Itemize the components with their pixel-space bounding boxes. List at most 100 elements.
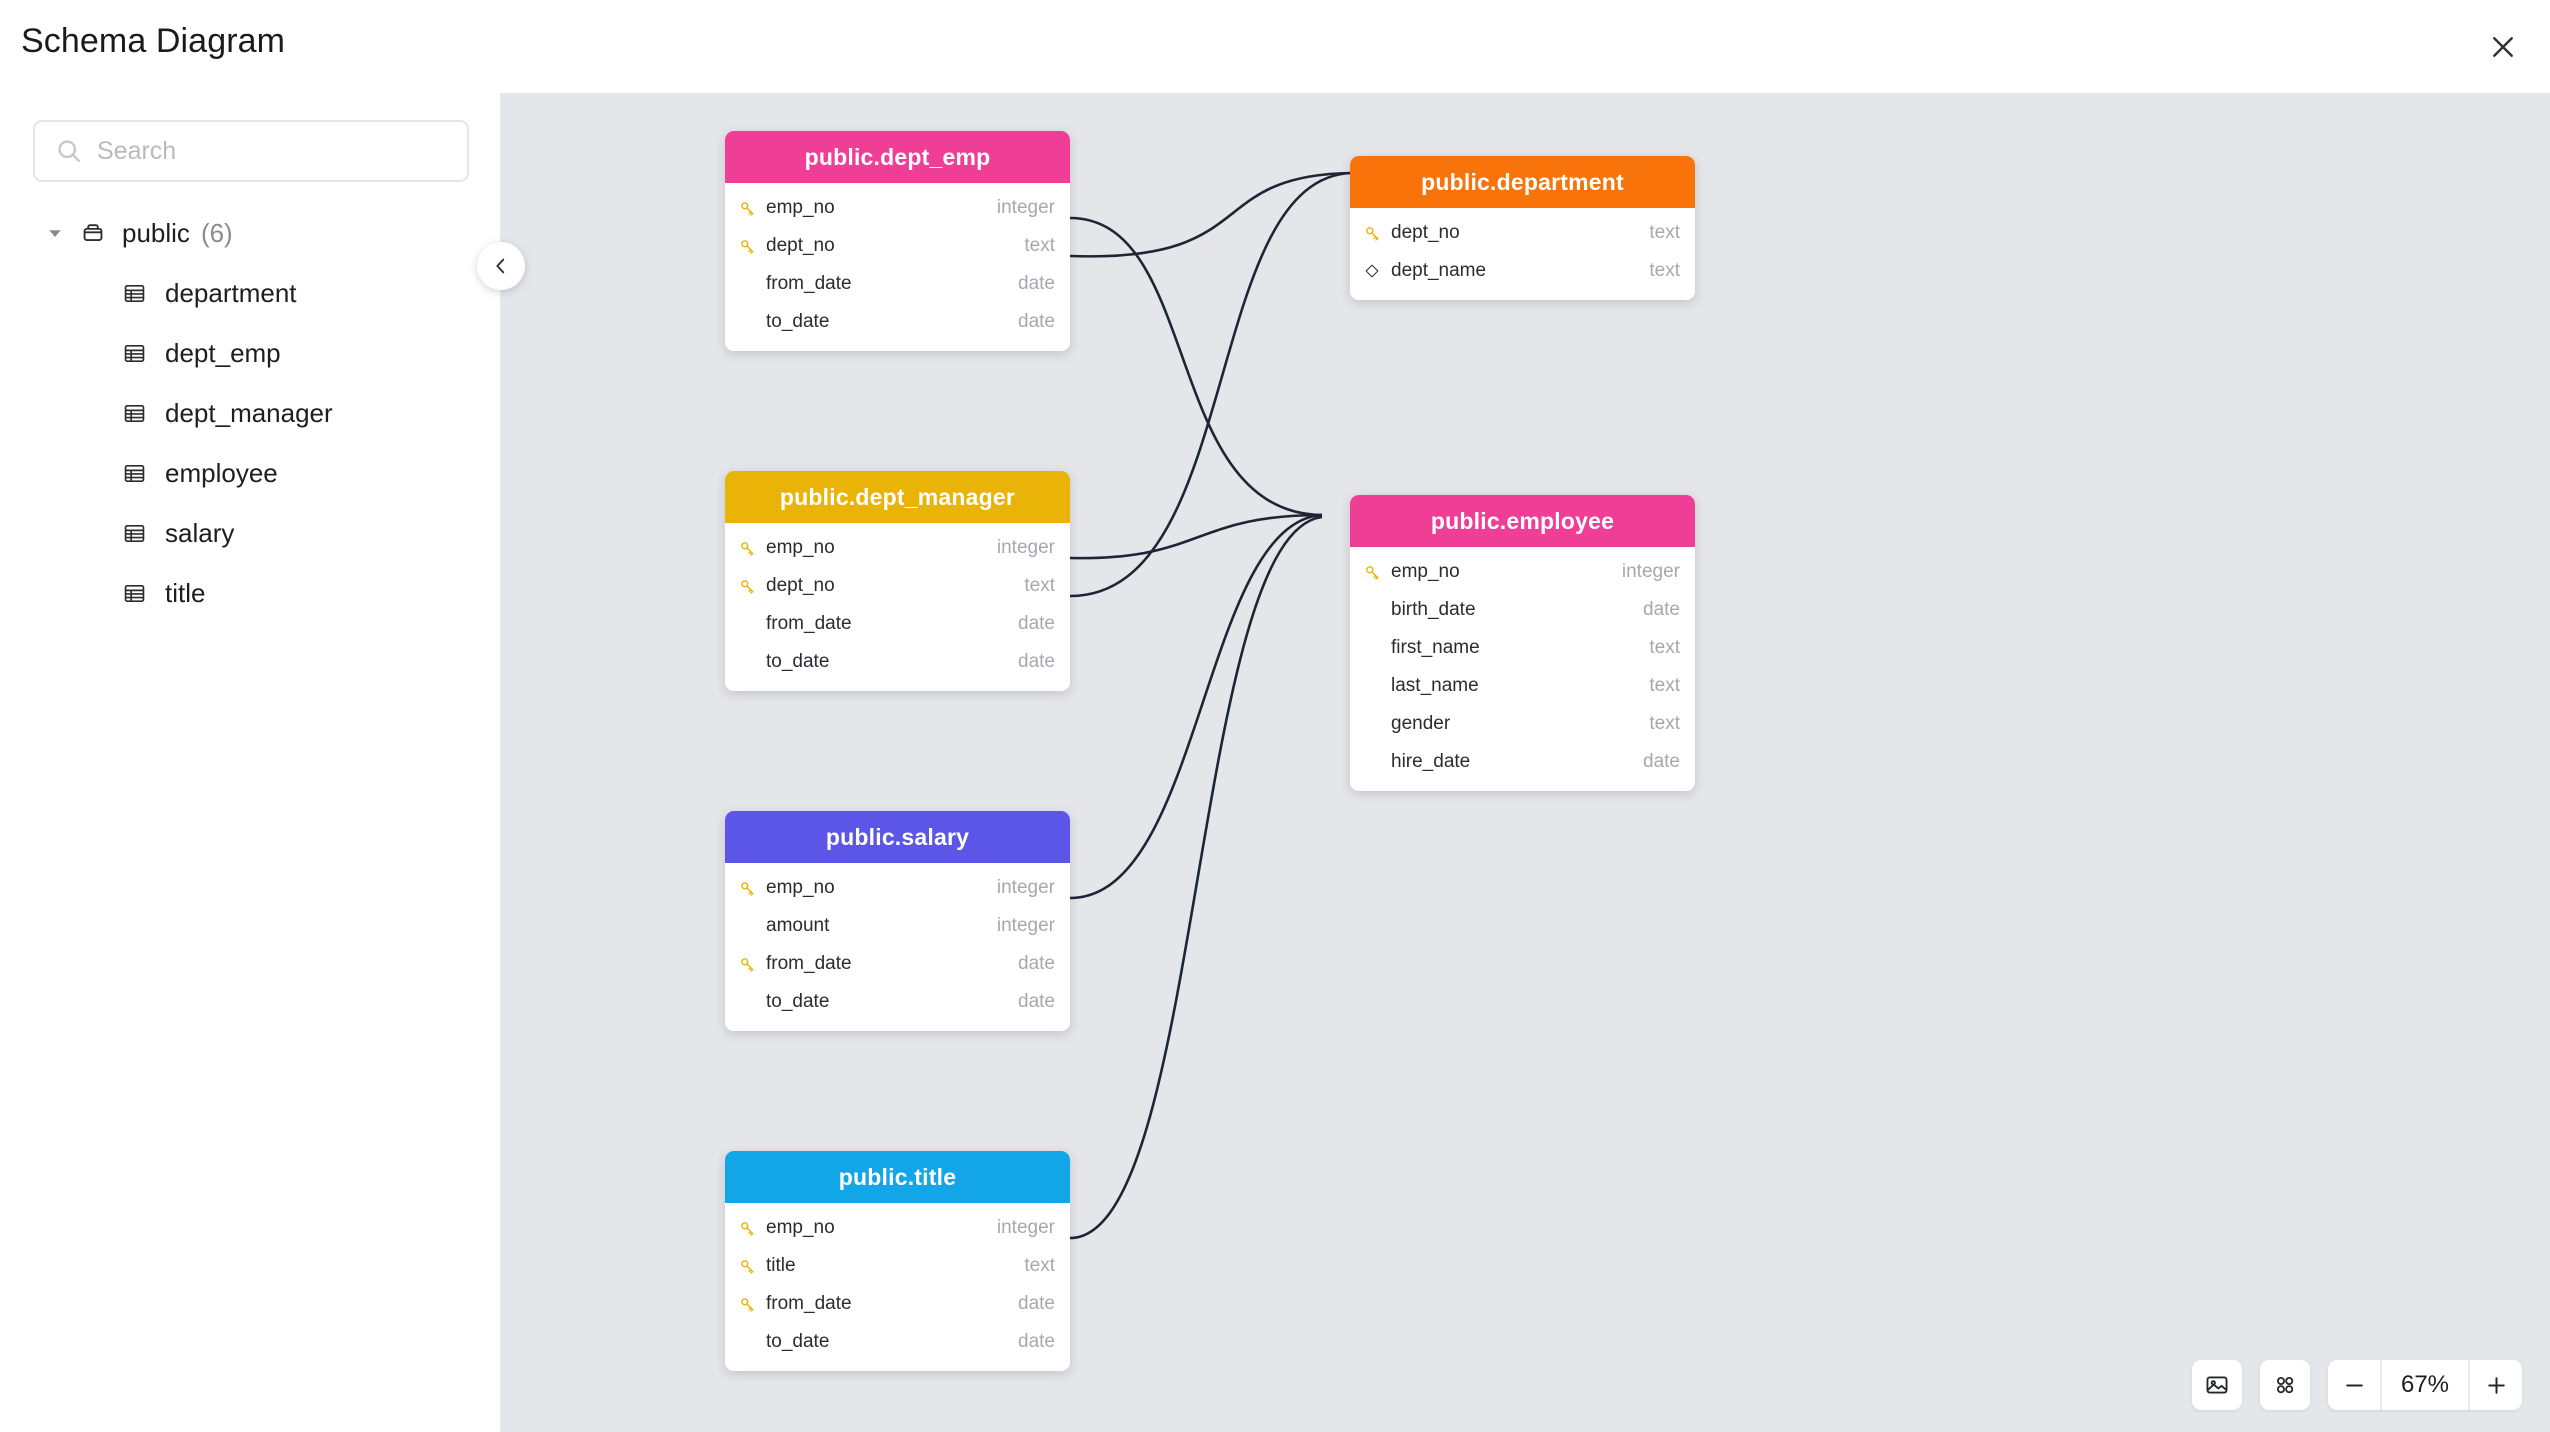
table-node-title: public.dept_emp xyxy=(804,143,991,170)
column-row[interactable]: emp_no integer xyxy=(725,869,1070,907)
column-type: integer xyxy=(1621,561,1680,582)
table-icon xyxy=(124,524,145,542)
sidebar-collapse-button[interactable] xyxy=(477,242,525,290)
tree-item-table-employee[interactable]: employee xyxy=(0,443,502,503)
column-name: gender xyxy=(1391,713,1451,734)
tree-item-label: public xyxy=(122,217,190,248)
table-node-title[interactable]: public.title emp_no integer xyxy=(725,1151,1070,1371)
column-row[interactable]: title text xyxy=(725,1247,1070,1285)
image-icon xyxy=(2206,1376,2228,1394)
column-type: date xyxy=(1643,599,1680,620)
table-icon xyxy=(124,464,145,482)
tree-item-table-dept-emp[interactable]: dept_emp xyxy=(0,323,502,383)
tree-item-table-title[interactable]: title xyxy=(0,563,502,623)
column-row[interactable]: to_date date xyxy=(725,643,1070,681)
primary-key-icon xyxy=(739,1296,761,1313)
canvas-toolbar: 67% xyxy=(2192,1360,2522,1410)
tree-item-label: dept_emp xyxy=(165,337,281,368)
table-node-employee[interactable]: public.employee emp_no integer birth_dat… xyxy=(1350,495,1695,791)
table-node-dept-emp[interactable]: public.dept_emp emp_no integer xyxy=(725,131,1070,351)
tree-item-schema-public[interactable]: public (6) xyxy=(0,203,502,263)
column-row[interactable]: from_date date xyxy=(725,605,1070,643)
export-image-button[interactable] xyxy=(2192,1360,2242,1410)
auto-layout-button[interactable] xyxy=(2260,1360,2310,1410)
minus-icon xyxy=(2345,1384,2363,1386)
tree-item-table-salary[interactable]: salary xyxy=(0,503,502,563)
table-node-title: public.employee xyxy=(1430,507,1615,534)
table-node-department[interactable]: public.department dept_no text xyxy=(1350,156,1695,300)
zoom-out-button[interactable] xyxy=(2328,1360,2380,1410)
table-node-title: public.department xyxy=(1421,168,1624,195)
column-row[interactable]: last_name text xyxy=(1350,667,1695,705)
tree-item-table-department[interactable]: department xyxy=(0,263,502,323)
column-row[interactable]: to_date date xyxy=(725,1323,1070,1361)
column-row[interactable]: emp_no integer xyxy=(725,529,1070,567)
column-row[interactable]: from_date date xyxy=(725,1285,1070,1323)
column-name: from_date xyxy=(766,613,852,634)
primary-key-icon xyxy=(739,1258,761,1275)
page-title: Schema Diagram xyxy=(21,22,286,60)
column-row[interactable]: gender text xyxy=(1350,705,1695,743)
search-field[interactable] xyxy=(33,120,469,182)
zoom-control-group: 67% xyxy=(2328,1360,2522,1410)
column-row[interactable]: dept_no text xyxy=(725,567,1070,605)
column-row[interactable]: emp_no integer xyxy=(725,189,1070,227)
table-icon xyxy=(124,584,145,602)
primary-key-icon xyxy=(739,540,761,557)
edge-dept-emp-to-employee xyxy=(1069,216,1323,517)
primary-key-icon xyxy=(739,880,761,897)
primary-key-icon xyxy=(739,1220,761,1237)
close-button[interactable] xyxy=(2474,18,2532,76)
column-name: hire_date xyxy=(1391,751,1471,772)
column-row[interactable]: from_date date xyxy=(725,265,1070,303)
edge-title-to-employee xyxy=(1069,515,1323,1240)
table-node-columns: emp_no integer title text xyxy=(725,1203,1070,1371)
tree-item-table-dept-manager[interactable]: dept_manager xyxy=(0,383,502,443)
column-type: text xyxy=(1649,675,1680,696)
column-name: dept_name xyxy=(1391,260,1487,281)
column-row[interactable]: to_date date xyxy=(725,983,1070,1021)
tree-item-label: department xyxy=(165,277,297,308)
column-row[interactable]: first_name text xyxy=(1350,629,1695,667)
column-row[interactable]: dept_name text xyxy=(1350,252,1695,290)
tree-item-count: (6) xyxy=(200,217,233,248)
column-row[interactable]: to_date date xyxy=(725,303,1070,341)
column-name: dept_no xyxy=(1391,222,1460,243)
column-row[interactable]: emp_no integer xyxy=(1350,553,1695,591)
table-node-dept-manager[interactable]: public.dept_manager emp_no integer xyxy=(725,471,1070,691)
caret-down-icon[interactable] xyxy=(44,222,66,244)
column-name: from_date xyxy=(766,1293,852,1314)
column-type: integer xyxy=(996,915,1055,936)
column-row[interactable]: birth_date date xyxy=(1350,591,1695,629)
zoom-level-value[interactable]: 67% xyxy=(2400,1371,2450,1398)
schema-tree: public (6) department dept_emp xyxy=(0,203,502,623)
table-node-salary[interactable]: public.salary emp_no integer amount inte… xyxy=(725,811,1070,1031)
table-node-columns: emp_no integer amount integer from_date xyxy=(725,863,1070,1031)
column-row[interactable]: hire_date date xyxy=(1350,743,1695,781)
column-type: text xyxy=(1649,222,1680,243)
column-name: from_date xyxy=(766,273,852,294)
column-type: date xyxy=(1018,953,1055,974)
sidebar: public (6) department dept_emp xyxy=(0,93,502,1432)
primary-key-icon xyxy=(1364,564,1386,581)
grid-layout-icon xyxy=(2277,1377,2294,1394)
diagram-canvas[interactable]: public.dept_emp emp_no integer xyxy=(502,93,2550,1432)
column-row[interactable]: dept_no text xyxy=(1350,214,1695,252)
table-node-title: public.salary xyxy=(825,823,970,850)
zoom-in-button[interactable] xyxy=(2470,1360,2522,1410)
column-name: amount xyxy=(766,915,830,936)
edge-salary-to-employee xyxy=(1069,513,1323,900)
column-row[interactable]: from_date date xyxy=(725,945,1070,983)
column-row[interactable]: amount integer xyxy=(725,907,1070,945)
column-row[interactable]: emp_no integer xyxy=(725,1209,1070,1247)
table-node-header: public.dept_emp xyxy=(725,131,1070,183)
primary-key-icon xyxy=(739,200,761,217)
column-type: date xyxy=(1018,991,1055,1012)
column-type: date xyxy=(1018,311,1055,332)
search-input[interactable] xyxy=(97,136,427,166)
column-name: title xyxy=(766,1255,796,1276)
relationship-edges xyxy=(1036,171,1353,1249)
column-row[interactable]: dept_no text xyxy=(725,227,1070,265)
column-type: text xyxy=(1649,260,1680,281)
